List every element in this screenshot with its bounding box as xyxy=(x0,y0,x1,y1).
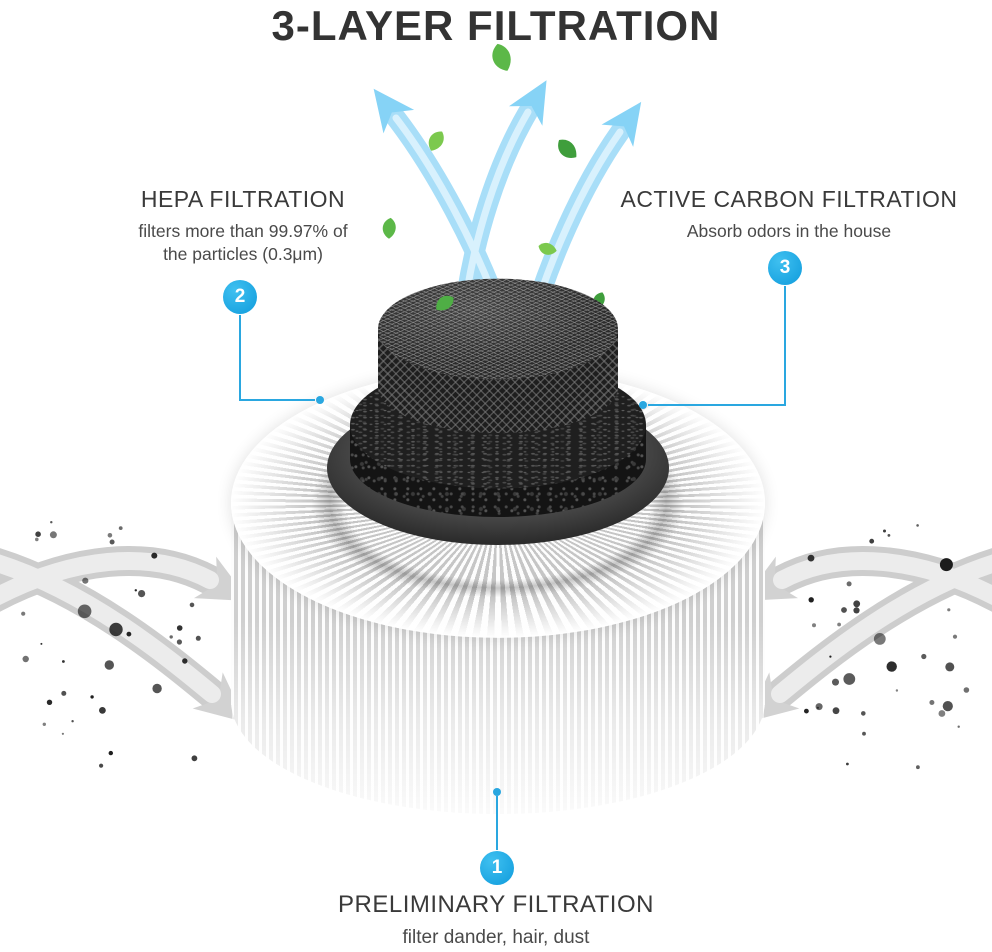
hepa-badge: 2 xyxy=(223,280,257,314)
hepa-desc-line2: the particles (0.3μm) xyxy=(163,244,323,264)
hepa-title: HEPA FILTRATION xyxy=(140,186,346,212)
preliminary-title: PRELIMINARY FILTRATION xyxy=(338,891,654,918)
active-carbon-callout: ACTIVE CARBON FILTRATION Absorb odors in… xyxy=(608,186,970,243)
hepa-callout: HEPA FILTRATION filters more than 99.97%… xyxy=(88,186,398,266)
preliminary-desc: filter dander, hair, dust xyxy=(402,927,590,948)
preliminary-badge: 1 xyxy=(480,851,514,885)
preliminary-callout: PRELIMINARY FILTRATION filter dander, ha… xyxy=(0,891,992,949)
active-carbon-title: ACTIVE CARBON FILTRATION xyxy=(620,186,958,212)
page-title: 3-LAYER FILTRATION xyxy=(271,2,721,49)
active-carbon-badge: 3 xyxy=(768,251,802,285)
active-carbon-desc: Absorb odors in the house xyxy=(686,221,892,241)
mesh-layer-top xyxy=(378,278,618,380)
filter-body-fade xyxy=(232,500,764,818)
hepa-desc-line1: filters more than 99.97% of xyxy=(138,221,348,241)
